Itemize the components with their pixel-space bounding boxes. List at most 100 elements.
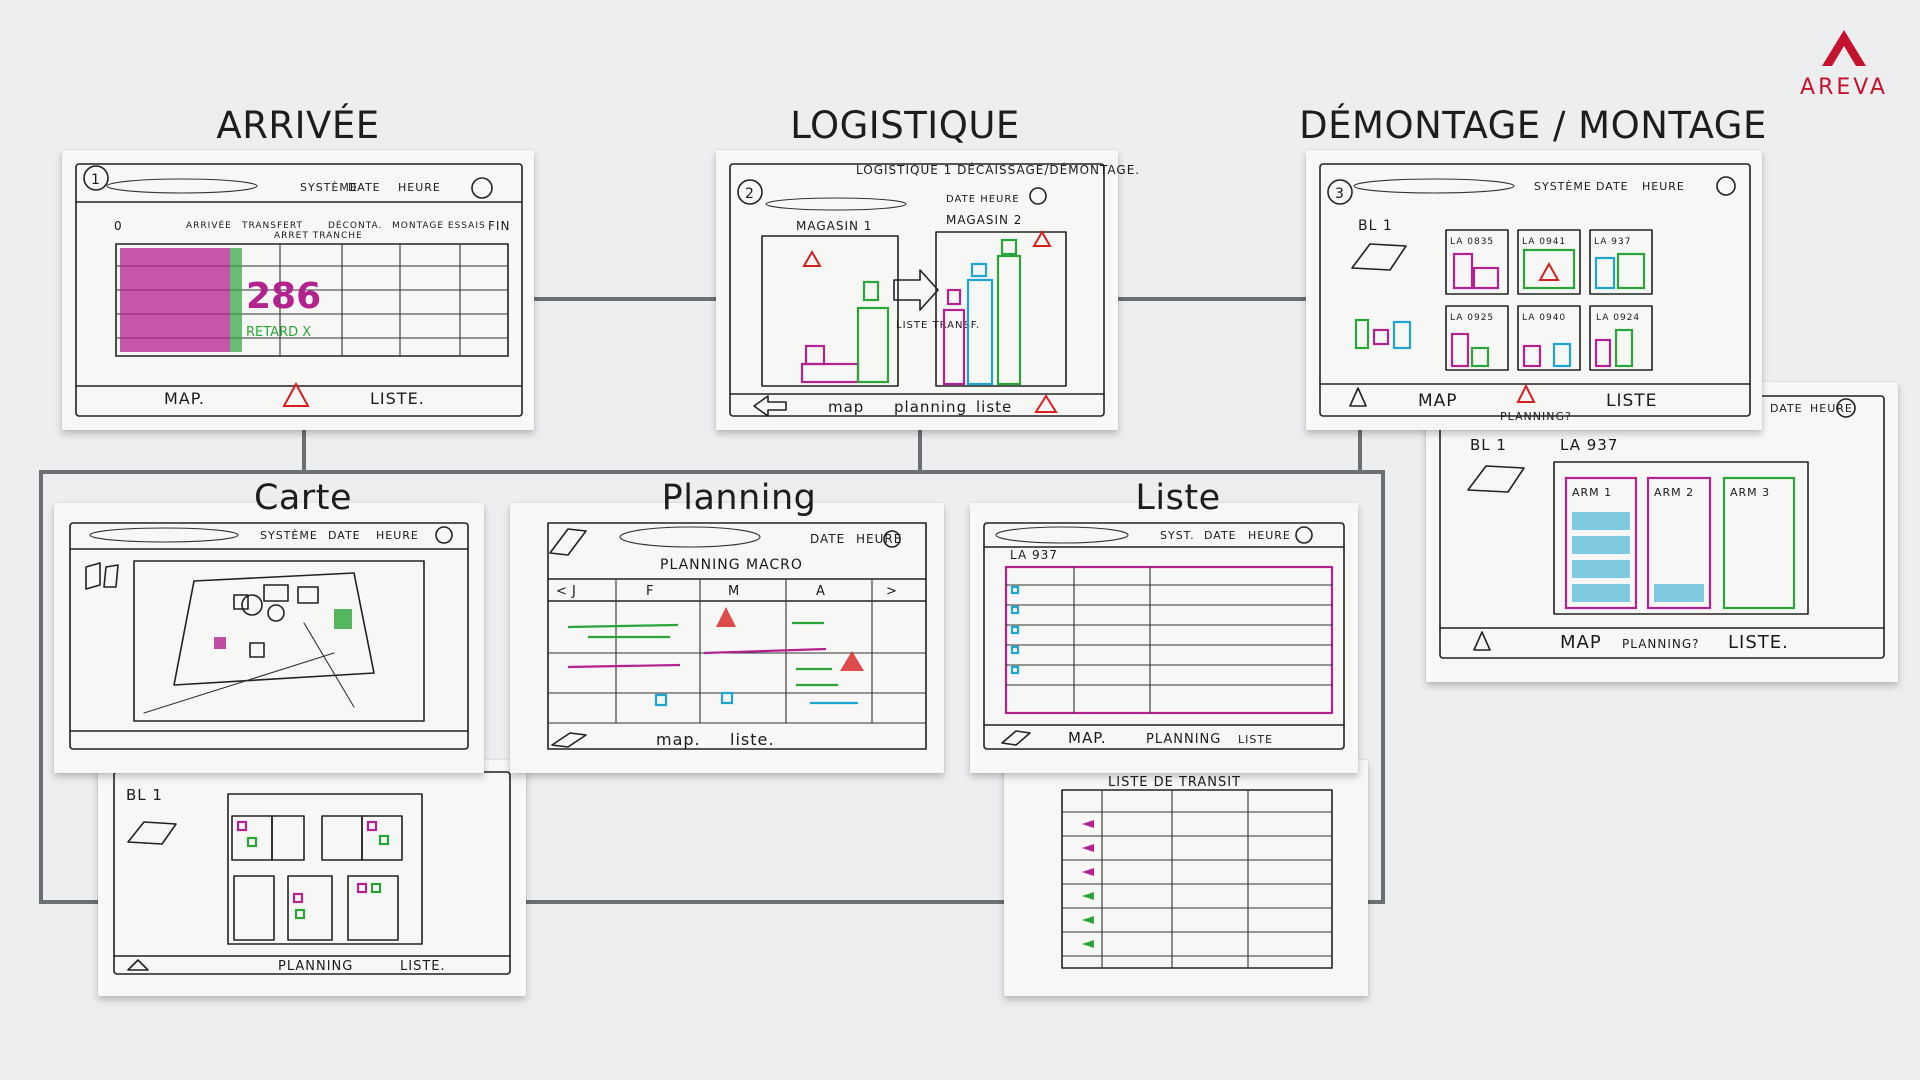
areva-a-icon [1822, 30, 1866, 66]
connector-frame-bottom [39, 900, 1385, 904]
connector-frame-left [39, 470, 43, 904]
demontage-cell-2: LA 0941 [1522, 237, 1566, 247]
demontage-detail-footer-planning: PLANNING? [1622, 637, 1700, 651]
sketch-arrivee: 1 SYSTÈME DATE HEURE 0 ARRIVÉE TRANSFERT… [62, 150, 534, 430]
logistique-store-1: MAGASIN 1 [796, 219, 872, 233]
liste-header-system: SYST. [1160, 529, 1195, 542]
logistique-footer-map: map [828, 398, 864, 416]
arrivee-count: 286 [246, 276, 321, 317]
planning-footer-list: liste. [730, 730, 774, 749]
carte-header-date: DATE [328, 529, 361, 542]
liste-detail-heading: LISTE DE TRANSIT [1108, 775, 1241, 790]
title-carte: Carte [253, 478, 353, 518]
logistique-arrow-label: LISTE TRANSF. [896, 320, 980, 331]
sketch-planning: DATE HEURE PLANNING MACRO < J F M A > ma… [510, 503, 944, 773]
demontage-detail-footer-list: LISTE. [1728, 632, 1789, 653]
sketch-demontage: 3 SYSTÈME DATE HEURE BL 1 LA 0835 LA 094… [1306, 150, 1762, 430]
demontage-bl: BL 1 [1358, 218, 1393, 234]
sketch-logistique: 2 LOGISTIQUE 1 DÉCAISSAGE/DÉMONTAGE. DAT… [716, 150, 1139, 430]
sketch-carte: SYSTÈME DATE HEURE [54, 503, 484, 773]
title-planning: Planning [661, 478, 817, 518]
demontage-detail-col-1: ARM 1 [1572, 486, 1612, 499]
demontage-detail-date: DATE [1770, 402, 1803, 415]
logistique-number: 2 [745, 186, 755, 202]
planning-month-4: A [816, 584, 826, 599]
planning-month-2: F [646, 584, 654, 599]
demontage-detail-code: LA 937 [1560, 436, 1618, 454]
arrivee-col-5: MONTAGE ESSAIS [392, 221, 486, 231]
arrivee-col-1: ARRIVÉE [186, 219, 232, 231]
arrivee-end: FIN [488, 219, 510, 233]
liste-footer-map: MAP. [1068, 729, 1107, 747]
demontage-header-time: HEURE [1642, 180, 1685, 193]
arrivee-footer-map: MAP. [164, 389, 205, 408]
carte-header-system: SYSTÈME [260, 529, 318, 542]
liste-header-date: DATE [1204, 529, 1237, 542]
planning-month-1: J [571, 584, 577, 599]
liste-code: LA 937 [1010, 548, 1058, 562]
svg-text:>: > [886, 584, 898, 599]
demontage-detail-time: HEURE [1810, 402, 1853, 415]
demontage-cell-3: LA 937 [1594, 237, 1631, 247]
demontage-footer-map: MAP [1418, 391, 1458, 411]
liste-footer-planning: PLANNING [1146, 732, 1221, 747]
logistique-transfer-arrow [893, 269, 939, 311]
logistique-store-2: MAGASIN 2 [946, 213, 1022, 227]
logistique-footer-planning: planning [894, 398, 967, 416]
connector-frame-right [1381, 470, 1385, 904]
arrivee-warning-icon [282, 381, 310, 407]
demontage-footer-planning: PLANNING? [1500, 410, 1572, 423]
arrivee-number: 1 [91, 172, 101, 188]
arrivee-header-system: SYSTÈME [300, 181, 358, 194]
demontage-number: 3 [1335, 186, 1345, 202]
sketch-liste-detail: LISTE DE TRANSIT [1004, 760, 1368, 996]
connector-arrivee-logistique [530, 297, 720, 301]
demontage-header-date: DATE [1596, 180, 1629, 193]
arrivee-col-2: TRANSFERT [241, 221, 303, 231]
title-demontage: DÉMONTAGE / MONTAGE [1299, 104, 1767, 147]
sketch-carte-detail: BL 1 PLANNING LISTE. [98, 760, 526, 996]
demontage-cell-1: LA 0835 [1450, 237, 1494, 247]
carte-detail-footer-list: LISTE. [400, 959, 446, 974]
sketch-demontage-detail: DATE HEURE BL 1 LA 937 ARM 1 ARM 2 ARM 3… [1426, 382, 1898, 682]
title-logistique: LOGISTIQUE [790, 104, 1020, 147]
planning-layers-icon [549, 528, 587, 556]
arrivee-header-time: HEURE [398, 181, 441, 194]
arrivee-col-3: ARRET TRANCHE [274, 231, 363, 241]
logistique-datetime: DATE HEURE [946, 194, 1020, 205]
logistique-heading: LOGISTIQUE 1 DÉCAISSAGE/DÉMONTAGE. [856, 162, 1140, 177]
carte-header-time: HEURE [376, 529, 419, 542]
demontage-footer-list: LISTE [1606, 391, 1657, 411]
logistique-footer-list: liste [976, 398, 1012, 416]
arrivee-start: 0 [114, 219, 123, 233]
connector-arrivee-down [302, 430, 306, 472]
arrivee-col-4: DÉCONTA. [328, 219, 382, 231]
title-liste: Liste [1135, 478, 1221, 518]
planning-header-date: DATE [810, 532, 845, 546]
demontage-detail-col-2: ARM 2 [1654, 486, 1694, 499]
demontage-detail-bl: BL 1 [1470, 436, 1507, 454]
svg-text:<: < [556, 584, 568, 599]
demontage-cell-5: LA 0940 [1522, 313, 1566, 323]
liste-footer-list: LISTE [1238, 733, 1273, 746]
planning-footer-map: map. [656, 730, 701, 749]
logo-text: AREVA [1800, 75, 1888, 100]
arrivee-note: RETARD X [246, 325, 311, 340]
sketch-liste: SYST. DATE HEURE LA 937 MAP. PLANNING LI… [970, 503, 1358, 773]
connector-logistique-down [918, 430, 922, 472]
areva-logo: AREVA [1786, 26, 1902, 100]
title-arrivee: ARRIVÉE [216, 104, 380, 147]
demontage-detail-col-3: ARM 3 [1730, 486, 1770, 499]
logistique-settings-icon [1029, 187, 1047, 205]
arrivee-settings-icon [471, 177, 493, 199]
carte-detail-bl: BL 1 [126, 786, 163, 804]
connector-frame-top [39, 470, 1385, 474]
arrivee-header-date: DATE [348, 181, 381, 194]
demontage-cell-4: LA 0925 [1450, 313, 1494, 323]
demontage-cell-6: LA 0924 [1596, 313, 1640, 323]
logistique-back-icon [753, 395, 787, 417]
demontage-detail-footer-map: MAP [1560, 632, 1602, 653]
planning-heading: PLANNING MACRO [660, 557, 803, 573]
planning-header-time: HEURE [856, 532, 902, 546]
demontage-header-system: SYSTÈME [1534, 180, 1592, 193]
